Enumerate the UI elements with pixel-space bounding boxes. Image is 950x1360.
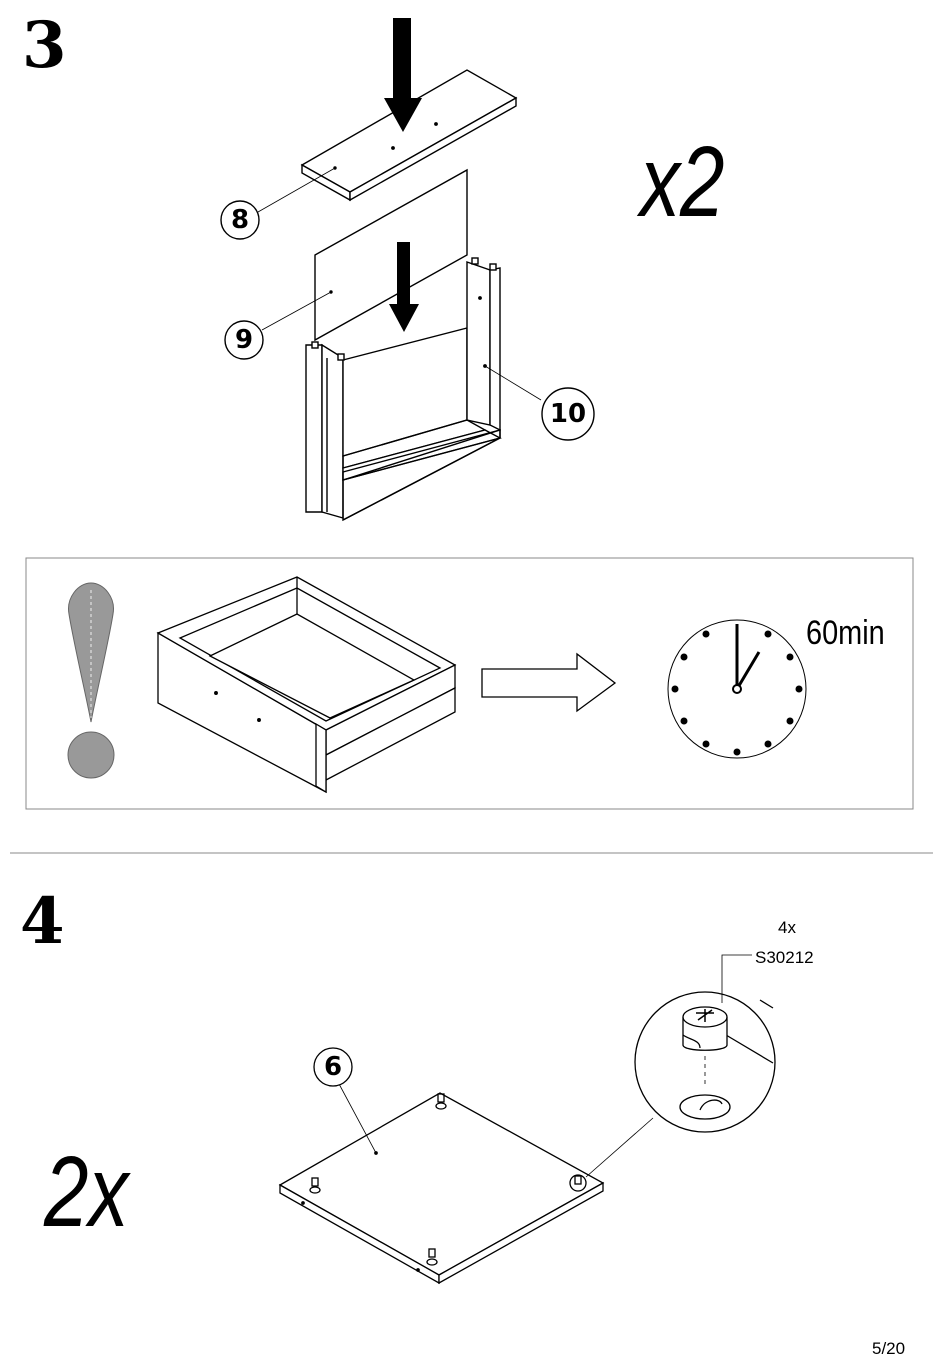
step-4-multiplier: 2x (44, 1142, 129, 1242)
callout-9-label: 9 (225, 327, 263, 353)
callout-6-label: 6 (314, 1054, 352, 1080)
page-number: 5/20 (872, 1340, 905, 1357)
clock-icon (668, 620, 806, 758)
panel-9 (315, 170, 467, 340)
exclamation-icon (68, 583, 114, 778)
fitting-count: 4x (778, 919, 796, 936)
arrow-right-icon (482, 654, 615, 711)
callout-10-label: 10 (542, 401, 594, 427)
step-4-number: 4 (20, 890, 65, 954)
fitting-detail (586, 955, 775, 1177)
drawer-icon (158, 577, 455, 792)
callout-8-label: 8 (221, 207, 259, 233)
panel-6 (280, 1093, 603, 1283)
wait-time-label: 60min (806, 614, 885, 653)
fitting-code: S30212 (755, 949, 814, 966)
